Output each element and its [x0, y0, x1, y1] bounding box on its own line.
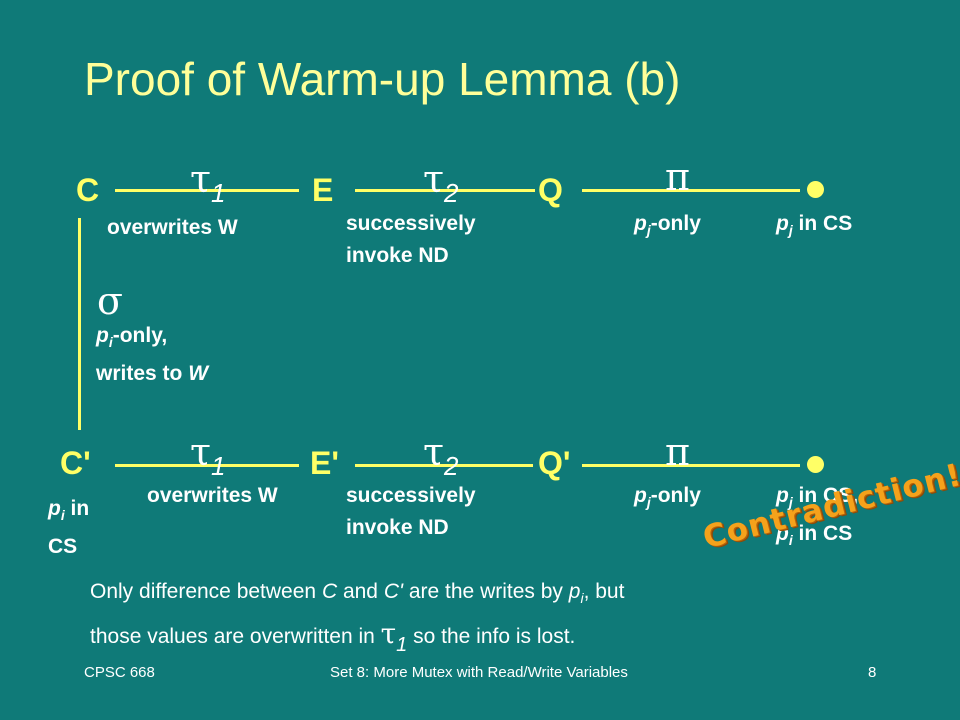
- explanation-line-2: those values are overwritten in τ1 so th…: [90, 617, 576, 656]
- edge-cprime-eprime: [115, 464, 299, 467]
- slide-title: Proof of Warm-up Lemma (b): [84, 53, 681, 105]
- edge-label-overwrites-bottom: overwrites W: [147, 484, 278, 507]
- edge-eprime-qprime: [355, 464, 533, 467]
- tau1-label-bottom: τ1: [190, 430, 226, 481]
- pi-label-bottom: π: [665, 430, 690, 474]
- edge-c-cprime: [78, 218, 81, 430]
- footer-page-number: 8: [868, 664, 877, 681]
- node-q: Q: [538, 172, 563, 208]
- node-c-prime: C': [60, 445, 91, 481]
- edge-label-pj-only-bottom: pj-only: [634, 484, 701, 511]
- edge-qprime-end: [582, 464, 800, 467]
- pi-label-top: π: [665, 155, 690, 199]
- tau1-label-top: τ1: [190, 157, 226, 208]
- node-c: C: [76, 172, 100, 208]
- edge-label-overwrites-top: overwrites W: [107, 216, 238, 239]
- explanation-line-1: Only difference between C and C' are the…: [90, 580, 625, 607]
- tau2-label-top: τ2: [423, 157, 459, 208]
- footer-set-title: Set 8: More Mutex with Read/Write Variab…: [330, 664, 628, 681]
- edge-label-pj-only-top: pj-only: [634, 212, 701, 239]
- edge-e-q: [355, 189, 535, 192]
- edge-q-end: [582, 189, 800, 192]
- end-dot-bottom: [807, 456, 824, 473]
- sigma-label: σ: [97, 279, 123, 323]
- end-dot-top: [807, 181, 824, 198]
- end-label-bottom: pj in CS, pi in CS: [776, 484, 859, 549]
- node-e-prime: E': [310, 445, 339, 481]
- end-label-top: pj in CS: [776, 212, 853, 239]
- start-label-bottom: pi in CS: [48, 497, 90, 559]
- node-e: E: [312, 172, 334, 208]
- tau2-label-bottom: τ2: [423, 430, 459, 481]
- edge-c-e: [115, 189, 299, 192]
- node-q-prime: Q': [538, 445, 571, 481]
- footer-course: CPSC 668: [84, 664, 155, 681]
- sigma-edge-label: pi-only, writes to W: [96, 324, 209, 386]
